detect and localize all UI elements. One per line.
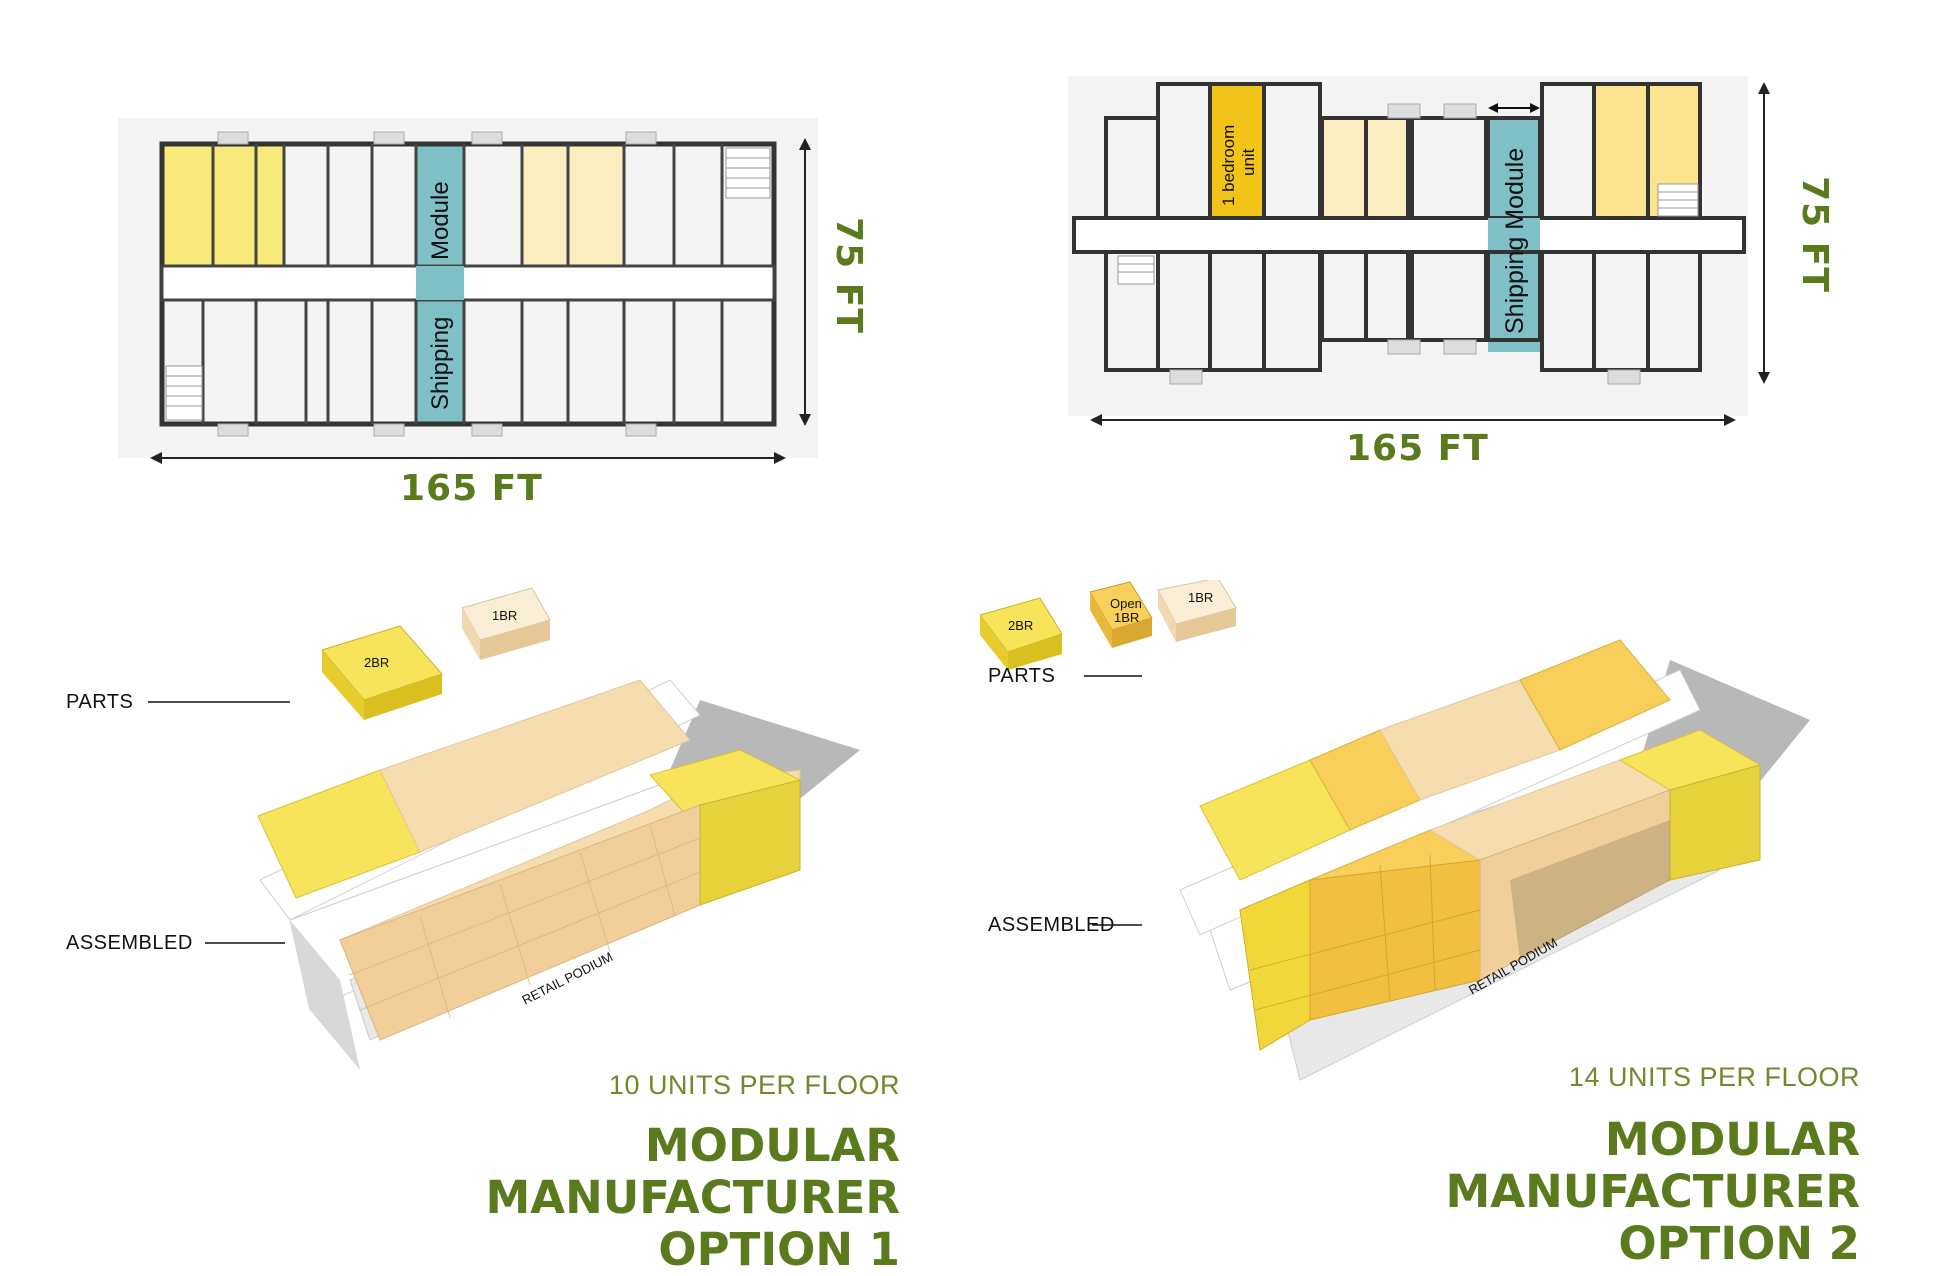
option1-title-line1: MODULAR MANUFACTURER xyxy=(485,1119,900,1224)
option1-back-row-tan xyxy=(379,679,691,853)
option2-width-label: 165 FT xyxy=(1346,428,1489,469)
option1-part-2br-label: 2BR xyxy=(364,655,389,670)
option1-width-label: 165 FT xyxy=(400,468,543,509)
option1-stair-icon xyxy=(165,147,771,421)
option2-back-row-end xyxy=(1519,639,1671,751)
diagram-stage: Module Shipping 165 FT 75 FT xyxy=(66,76,1860,1276)
option1-module-label: Module xyxy=(427,181,454,260)
option2-unit-gold xyxy=(1210,84,1264,218)
option2-width-arrow xyxy=(1090,414,1736,426)
option2-part-open-label-b: 1BR xyxy=(1114,610,1139,625)
option1-depth-label: 75 FT xyxy=(827,217,869,334)
option2-floor-plan: 1 bedroom unit Shipping Module xyxy=(1068,76,1748,416)
option1-title-line2: OPTION 1 xyxy=(658,1223,900,1276)
option1-shipping-label: Shipping xyxy=(427,317,454,410)
option1-unit-yellow xyxy=(162,144,284,266)
option2-title-line2: OPTION 2 xyxy=(1618,1217,1860,1270)
option1-front-face-yellow xyxy=(699,779,801,906)
option2-title-line1: MODULAR MANUFACTURER xyxy=(1445,1113,1860,1218)
option2-unit-label-a: 1 bedroom xyxy=(1219,125,1238,206)
option1-part-1br-label: 1BR xyxy=(492,608,517,623)
option1-depth-arrow xyxy=(799,138,811,426)
option1-title: MODULAR MANUFACTURER OPTION 1 xyxy=(240,1120,900,1276)
option2-isometric-assembly: 2BR Open 1BR 1BR RETAIL PODIUM xyxy=(980,580,1810,1081)
option2-stair-icon xyxy=(1117,183,1699,285)
option2-unit-label-b: unit xyxy=(1239,148,1258,176)
option2-parts-callout: PARTS xyxy=(988,665,1056,687)
option2-module-label: Shipping Module xyxy=(1501,148,1529,334)
option1-floor-plan: Module Shipping xyxy=(118,118,818,458)
option2-assembled-callout: ASSEMBLED xyxy=(988,914,1115,936)
option1-isometric-assembly: 2BR 1BR RETAIL PODIUM xyxy=(148,587,860,1070)
option2-units-per-floor: 14 UNITS PER FLOOR xyxy=(1568,1062,1860,1092)
option1-width-arrow xyxy=(150,452,786,464)
option1-unit-pale xyxy=(522,144,624,266)
option2-depth-label: 75 FT xyxy=(1793,176,1835,293)
option2-front-face-end xyxy=(1669,764,1761,881)
option2-part-1br-label: 1BR xyxy=(1188,590,1213,605)
option2-title: MODULAR MANUFACTURER OPTION 2 xyxy=(1200,1114,1860,1270)
option1-units-per-floor: 10 UNITS PER FLOOR xyxy=(608,1070,900,1100)
option1-assembled-callout: ASSEMBLED xyxy=(66,932,193,954)
option2-depth-arrow xyxy=(1758,82,1770,384)
option2-part-open-label-a: Open xyxy=(1110,596,1142,611)
option1-parts-callout: PARTS xyxy=(66,691,134,713)
option2-front-face-yellow xyxy=(1239,879,1311,1051)
option2-part-2br-label: 2BR xyxy=(1008,618,1033,633)
